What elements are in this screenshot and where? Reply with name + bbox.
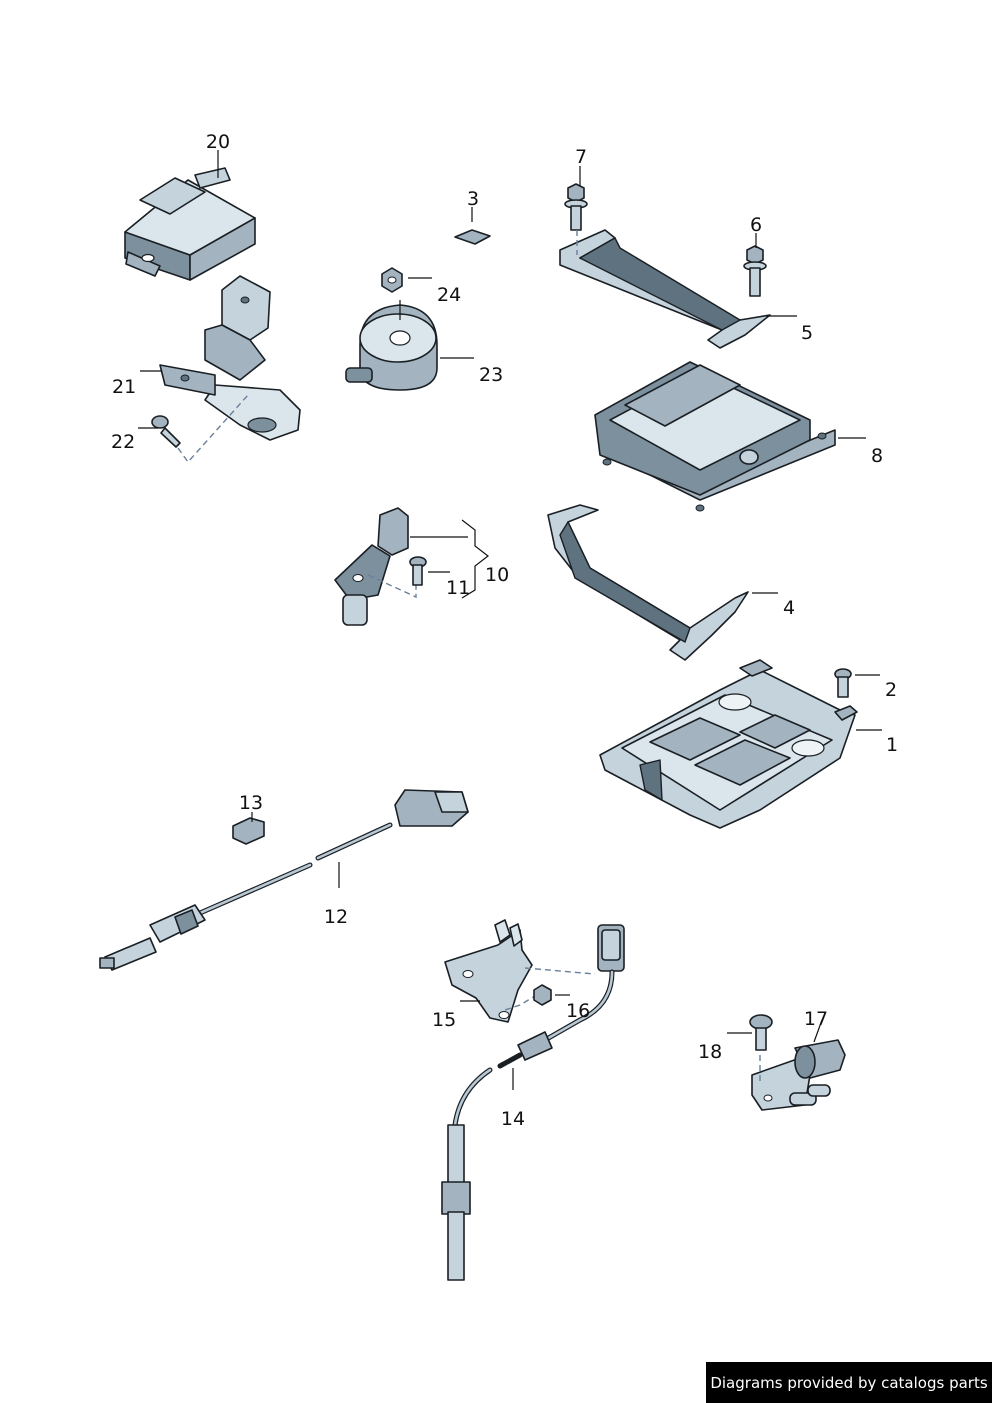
part-10-sensor	[334, 507, 417, 626]
part-11-screw	[409, 556, 427, 586]
label-4: 4	[783, 597, 795, 619]
part-20-control-unit	[124, 167, 256, 281]
part-23-actuator	[345, 300, 438, 391]
label-2: 2	[885, 679, 897, 701]
label-17: 17	[804, 1008, 828, 1030]
label-16: 16	[566, 1000, 590, 1022]
part-21-bracket	[159, 275, 301, 441]
credit-banner: Diagrams provided by catalogs parts	[706, 1362, 992, 1403]
part-8-ecu	[594, 361, 836, 512]
label-15: 15	[432, 1009, 456, 1031]
part-22-screw	[151, 394, 249, 464]
label-10: 10	[485, 564, 509, 586]
part-16-nut	[533, 984, 552, 1006]
part-17-pressure-sensor	[751, 1039, 846, 1111]
label-1: 1	[886, 734, 898, 756]
part-2-screw	[834, 668, 852, 698]
part-13-clip	[232, 817, 265, 845]
label-6: 6	[750, 214, 762, 236]
part-24-nut	[381, 267, 403, 293]
leader-lines	[138, 150, 882, 1090]
part-15-bracket	[444, 919, 596, 1023]
label-21: 21	[112, 376, 136, 398]
label-12: 12	[324, 906, 348, 928]
label-7: 7	[575, 146, 587, 168]
label-20: 20	[206, 131, 230, 153]
label-18: 18	[698, 1041, 722, 1063]
part-6-bolt	[743, 245, 767, 297]
label-5: 5	[801, 322, 813, 344]
label-24: 24	[437, 284, 461, 306]
part-4-holder	[547, 504, 749, 661]
label-3: 3	[467, 188, 479, 210]
label-23: 23	[479, 364, 503, 386]
label-8: 8	[871, 445, 883, 467]
label-14: 14	[501, 1108, 525, 1130]
part-7-bolt	[564, 183, 588, 231]
label-13: 13	[239, 792, 263, 814]
label-11: 11	[446, 577, 470, 599]
part-18-screw	[749, 1014, 773, 1085]
part-14-temp-sender	[441, 924, 625, 1281]
part-5-bracket	[559, 229, 771, 349]
part-1-base-plate	[599, 659, 858, 829]
label-22: 22	[111, 431, 135, 453]
part-12-lambda-probe	[99, 789, 469, 971]
part-3-pad	[454, 229, 491, 245]
